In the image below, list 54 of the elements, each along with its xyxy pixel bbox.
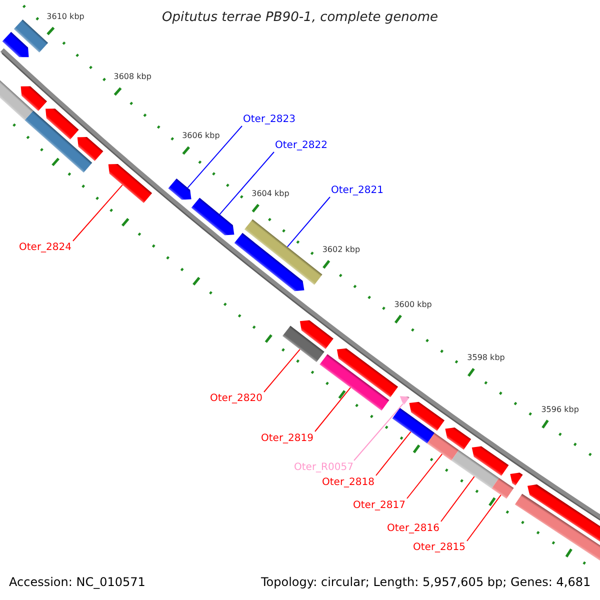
scale-label: 3596 kbp	[541, 406, 579, 414]
category-bar	[492, 478, 514, 499]
gene-block	[191, 198, 234, 236]
scale-label: 3602 kbp	[322, 246, 360, 255]
gene-block	[77, 136, 104, 162]
category-bar	[14, 19, 48, 52]
gene-block	[2, 32, 29, 58]
scale-label: 3598 kbp	[467, 354, 505, 363]
gene-block	[527, 484, 600, 542]
leader-line	[466, 494, 502, 542]
diagram-title: Opitutus terrae PB90-1, complete genome	[162, 11, 438, 26]
gene-block	[445, 428, 472, 450]
gene-label: Oter_2815	[413, 542, 466, 553]
leader-line	[376, 431, 412, 476]
category-bar	[244, 219, 322, 285]
scale-label: 3608 kbp	[114, 72, 152, 82]
leader-line	[314, 387, 352, 432]
gene-label: Oter_2818	[322, 476, 375, 488]
gene-label: Oter_2823	[243, 114, 296, 125]
category-bar	[514, 494, 600, 561]
scale-label: 3610 kbp	[46, 12, 84, 22]
leader-line	[264, 348, 300, 392]
gene-label: Oter_2816	[387, 522, 440, 534]
gene-block	[300, 320, 334, 349]
leader-line	[406, 454, 443, 499]
gene-label: Oter_R0057	[294, 462, 354, 472]
gene-label: Oter_2821	[331, 185, 384, 196]
category-bar	[427, 432, 459, 461]
gene-label: Oter_2817	[353, 500, 406, 510]
leader-line	[72, 184, 123, 242]
gene-label: Oter_2820	[210, 393, 263, 404]
category-bar	[320, 354, 390, 411]
gene-block	[336, 348, 398, 398]
gene-block	[168, 178, 192, 200]
category-bar	[392, 408, 435, 444]
accession-text: Accession: NC_010571	[9, 576, 146, 589]
gene-block	[510, 472, 523, 486]
scale-label: 3604 kbp	[252, 190, 290, 198]
gene-label: Oter_2822	[275, 140, 328, 151]
gene-label: Oter_2819	[261, 432, 314, 444]
genome-summary-text: Topology: circular; Length: 5,957,605 bp; Genes: 4,681	[261, 576, 591, 589]
leader-line	[354, 403, 404, 461]
leader-line	[187, 126, 242, 188]
gene-block	[234, 232, 304, 292]
scale-label: 3600 kbp	[394, 300, 432, 310]
gene-block	[46, 108, 79, 140]
category-bar	[24, 110, 92, 173]
scale-label: 3606 kbp	[182, 132, 220, 141]
gene-label: Oter_2824	[19, 242, 72, 253]
gene-block	[400, 396, 410, 405]
category-bar	[282, 326, 324, 362]
leader-line	[219, 152, 274, 215]
gene-block	[108, 164, 152, 204]
gene-block	[409, 402, 445, 431]
